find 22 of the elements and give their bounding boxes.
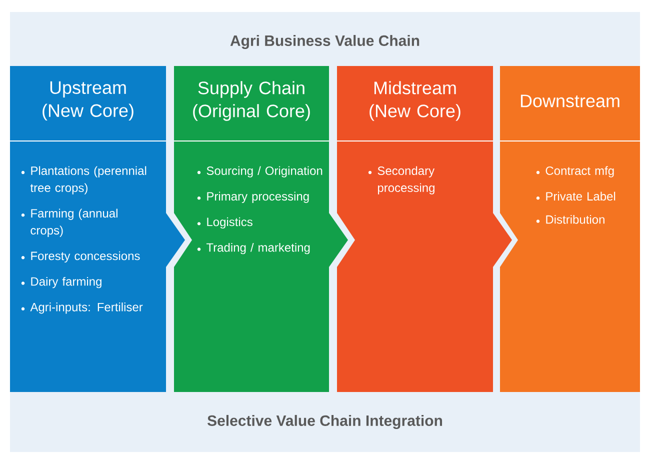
bullet-item: Private Label	[536, 192, 616, 201]
column-heading: Downstream	[520, 94, 620, 108]
chevron-column	[174, 66, 348, 392]
bullet-item: Plantations (perennial tree crops)	[21, 166, 146, 194]
bullet-item: Farming (annual crops)	[21, 208, 118, 237]
column-heading: Midstream (New Core)	[370, 81, 460, 121]
diagram-caption: Selective Value Chain Integration	[208, 414, 442, 430]
bullet-item: Distribution	[536, 214, 604, 224]
diagram-title: Agri Business Value Chain	[230, 34, 420, 50]
bullet-item: Contract mfg	[536, 166, 614, 178]
chevron-column	[336, 66, 512, 392]
bullet-item: Primary processing	[197, 192, 309, 203]
chevron-column	[500, 66, 640, 392]
column-heading: Upstream (New Core)	[42, 81, 134, 121]
column-heading: Supply Chain (Original Core)	[193, 81, 310, 121]
bullet-item: Agri-inputs: Fertiliser	[21, 302, 143, 314]
bullet-item: Dairy farming	[21, 276, 102, 288]
bullet-item: Secondary processing	[368, 166, 435, 194]
bullet-item: Logistics	[197, 217, 252, 229]
bullet-item: Sourcing / Origination	[197, 166, 322, 178]
bullet-item: Trading / marketing	[197, 242, 310, 254]
bullet-item: Foresty concessions	[21, 251, 140, 263]
